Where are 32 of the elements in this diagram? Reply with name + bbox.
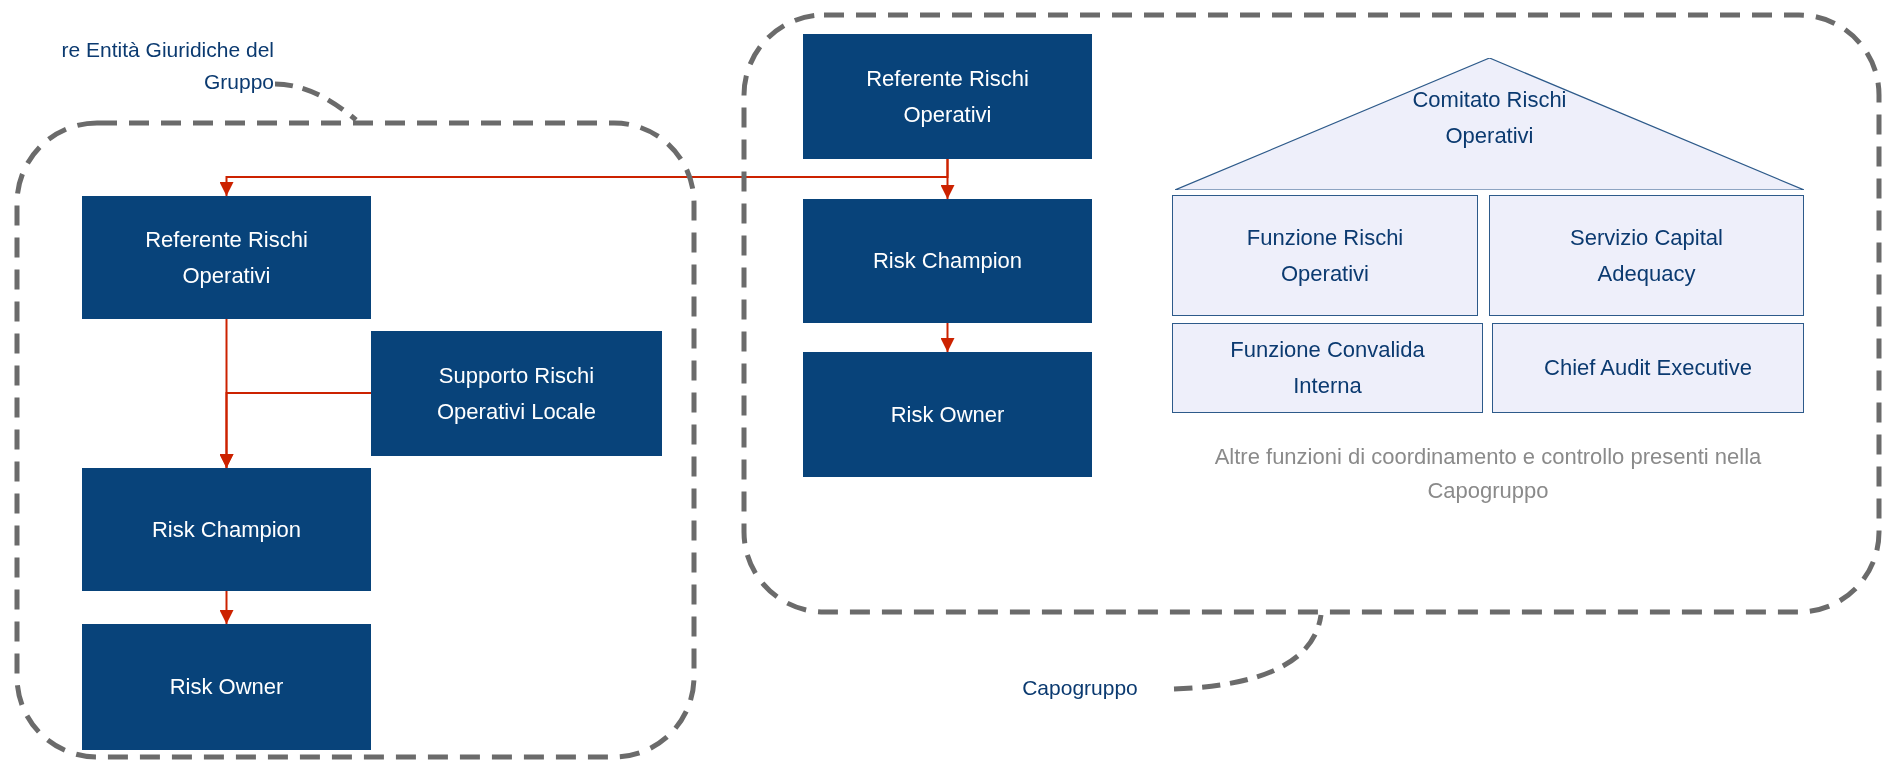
arrow <box>940 322 955 353</box>
group-label: Capogruppo <box>1022 675 1138 701</box>
function-box <box>1492 323 1804 413</box>
box-text: Risk Champion <box>872 247 1023 275</box>
leader-line <box>274 81 358 122</box>
process-box <box>371 331 662 456</box>
process-box <box>82 624 371 750</box>
process-box <box>803 34 1092 159</box>
box-text: Supporto Rischi Operativi Locale <box>436 361 597 426</box>
caption-text: Altre funzioni di coordinamento e controllo presenti nella Capogruppo <box>1213 443 1763 505</box>
box-text: Referente Rischi Operativi <box>144 225 309 290</box>
process-box <box>803 352 1092 477</box>
group-label: re Entità Giuridiche del Gruppo <box>60 37 274 95</box>
box-text: Funzione Convalida Interna <box>1229 336 1426 400</box>
box-text: Referente Rischi Operativi <box>865 64 1030 129</box>
function-box <box>1172 195 1478 316</box>
box-text: Comitato Rischi Operativi <box>1411 86 1568 150</box>
process-box <box>803 199 1092 323</box>
function-box <box>1489 195 1804 316</box>
box-text: Risk Owner <box>890 400 1005 429</box>
box-text: Servizio Capital Adequacy <box>1569 223 1724 288</box>
box-text: Risk Champion <box>151 515 302 544</box>
process-box <box>82 468 371 591</box>
box-text: Risk Owner <box>169 673 284 701</box>
arrow <box>219 392 372 469</box>
box-text: Chief Audit Executive <box>1544 354 1752 382</box>
box-text: Funzione Rischi Operativi <box>1245 223 1405 288</box>
arrow <box>940 158 955 200</box>
leader-line <box>1173 614 1324 692</box>
process-box <box>82 196 371 319</box>
arrow <box>219 590 234 625</box>
function-box <box>1172 323 1483 413</box>
